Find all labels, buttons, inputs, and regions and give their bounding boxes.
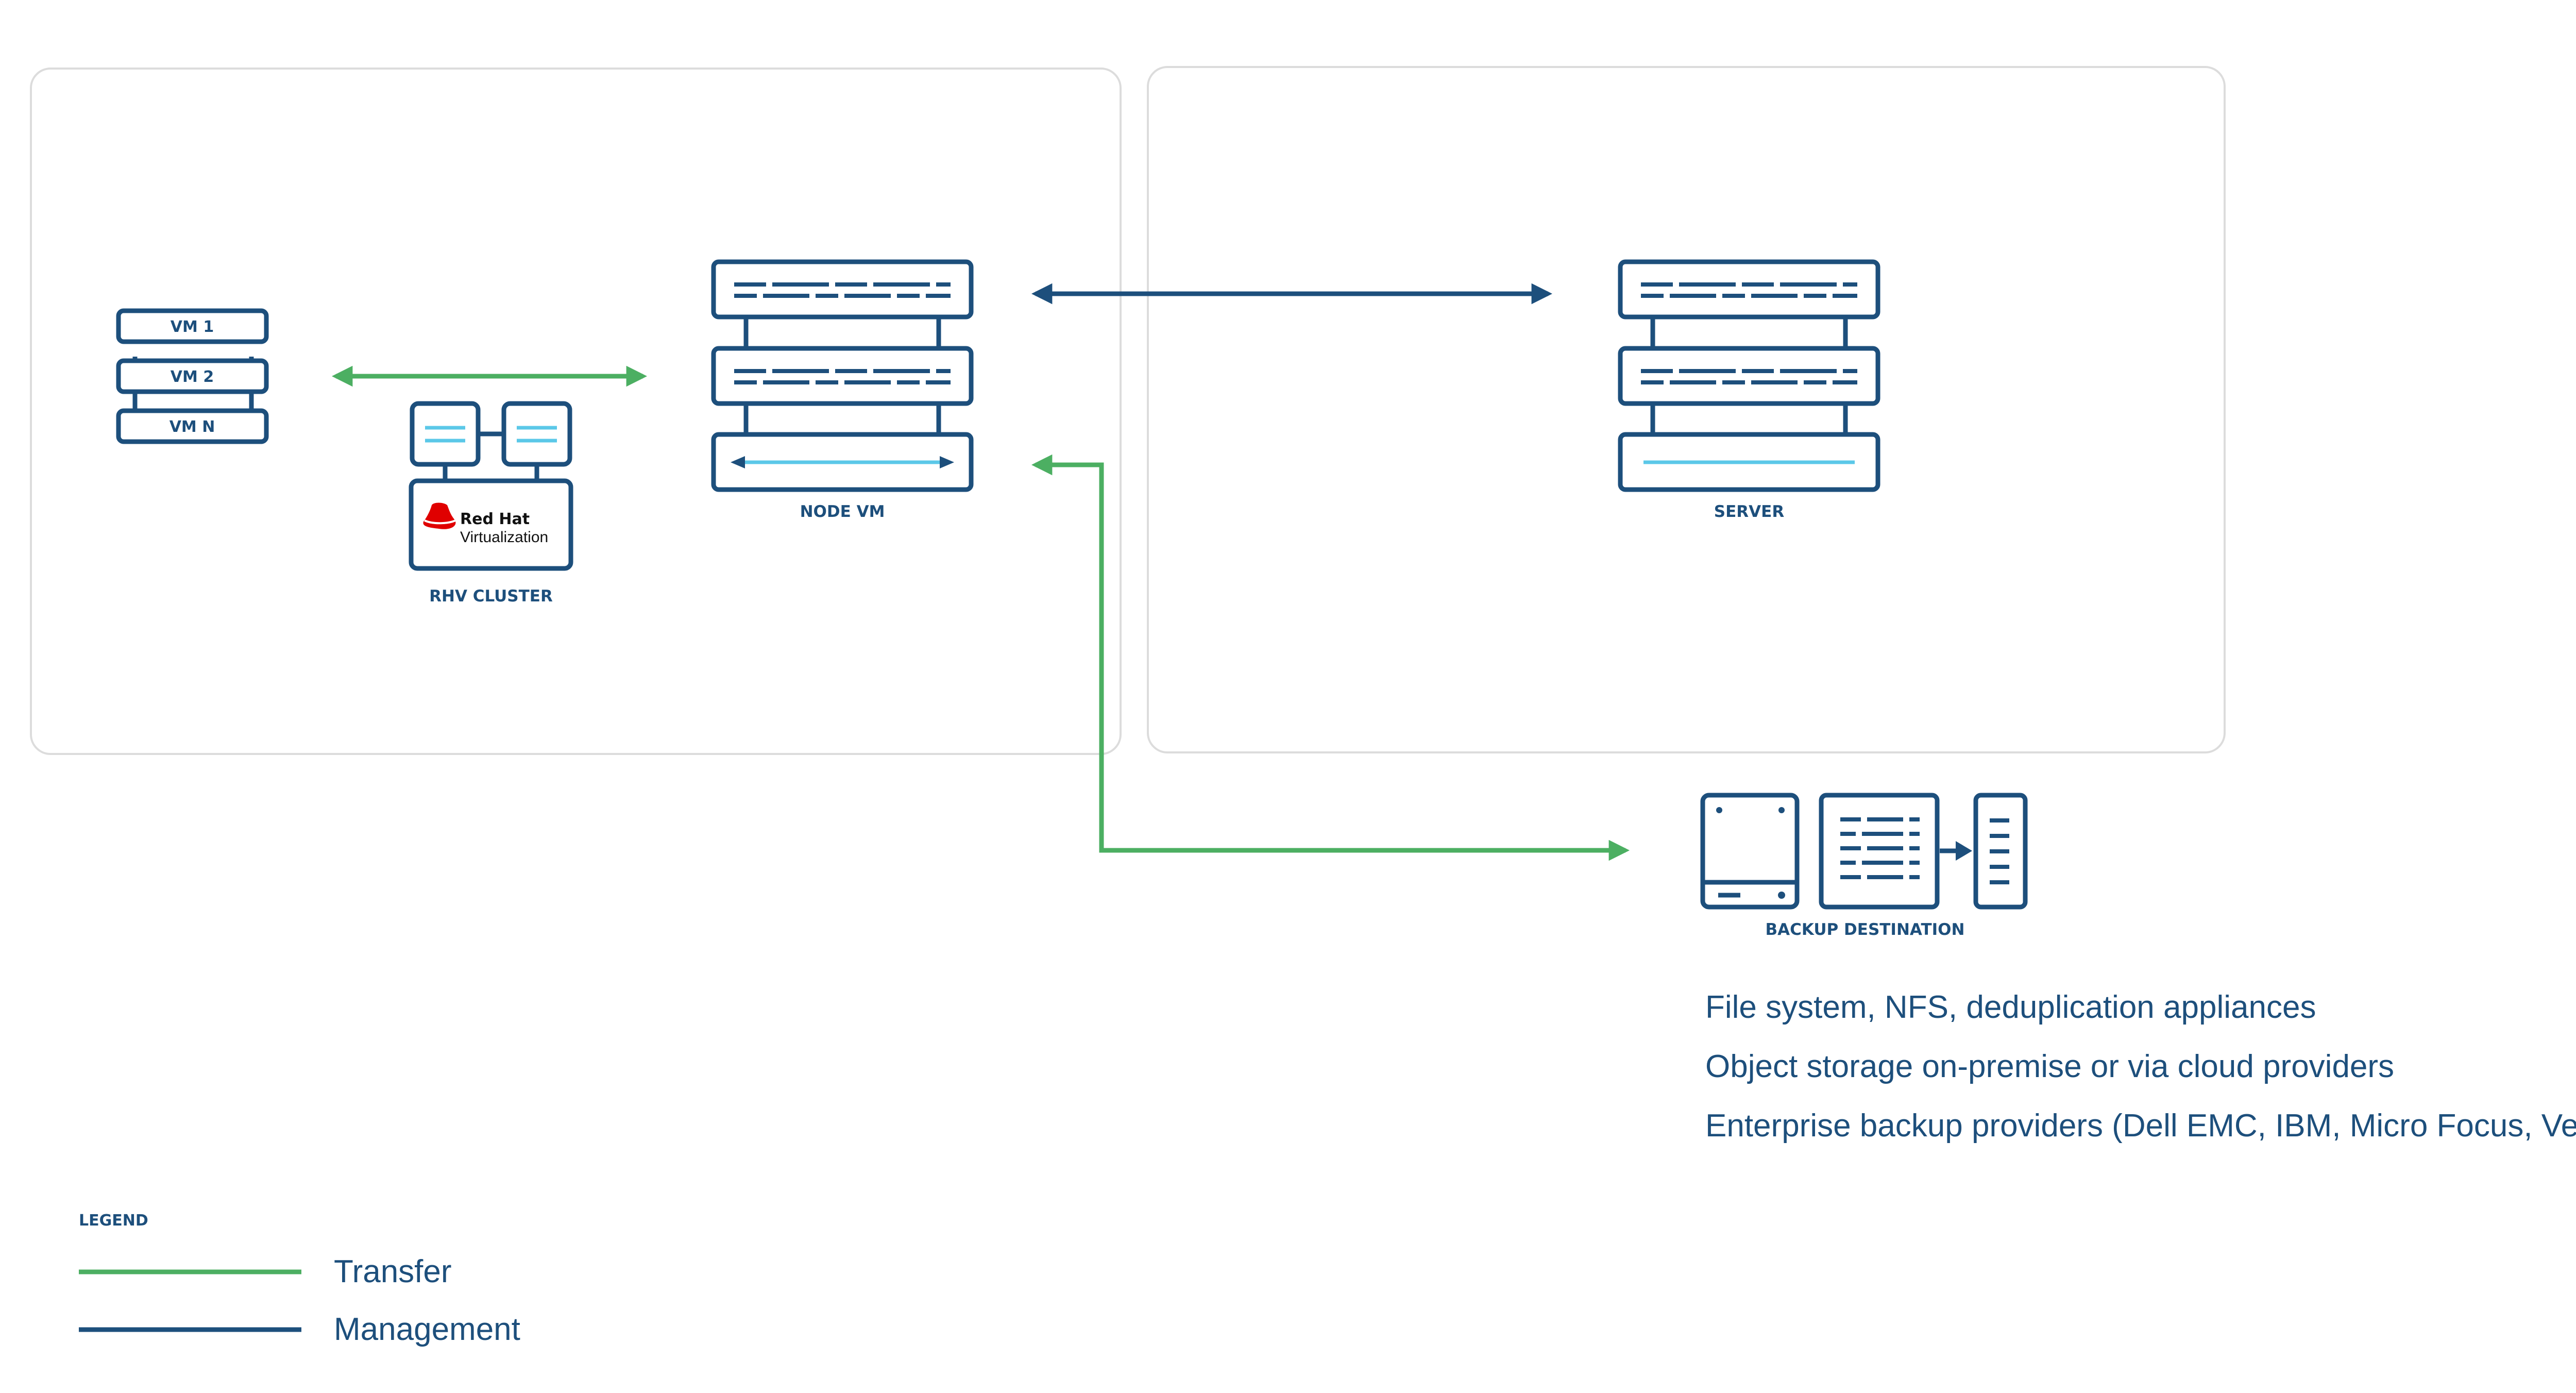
management-environment-panel [1147,66,2226,753]
node-vm-rack-lines [734,282,951,384]
red-hat-logo-icon [423,502,456,529]
vm-stack [116,308,269,444]
legend-management-label: Management [334,1312,520,1347]
backup-option-2: Object storage on-premise or via cloud p… [1705,1049,2394,1084]
backup-option-3: Enterprise backup providers (Dell EMC, I… [1705,1108,2576,1144]
backup-destination-label: BACKUP DESTINATION [1766,920,1965,939]
red-hat-logo-text: Red Hat [460,510,530,528]
backup-tape-lines [1990,818,2009,884]
rhv-cluster-label: RHV CLUSTER [429,587,553,606]
legend-transfer-label: Transfer [334,1254,452,1289]
node-vm-icon [711,259,974,492]
rhv-cluster-icon [409,401,573,571]
vm-2-box [116,358,269,394]
backup-destination-icon [1700,793,2028,910]
legend-title: LEGEND [79,1212,148,1230]
vm-2-label: VM 2 [171,368,214,386]
vm-1-label: VM 1 [171,318,214,336]
rhv-node-lines [425,426,557,443]
node-vm-label: NODE VM [800,502,885,521]
node-to-backup-transfer-arrow [1031,454,1630,861]
virtualization-logo-text: Virtualization [460,529,548,546]
source-environment-panel [30,68,1122,755]
server-rack-lines [1641,282,1857,384]
backup-document-lines [1840,817,1920,879]
vm-n-box [116,408,269,444]
server-label: SERVER [1714,502,1785,521]
server-icon [1618,259,1880,492]
backup-option-1: File system, NFS, deduplication applianc… [1705,989,2316,1025]
vm-1-box [116,308,269,344]
vm-n-label: VM N [170,418,215,436]
